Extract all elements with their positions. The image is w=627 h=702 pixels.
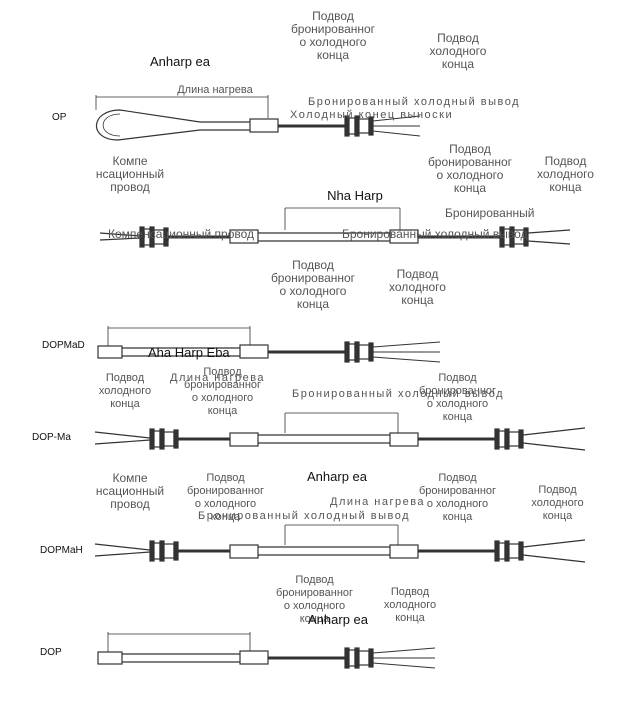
label-heating-length-2: Длина нагрева xyxy=(170,372,266,384)
label-armored-cold-lead-3: Бронированный холодный вывод xyxy=(292,388,505,400)
label-armored-cold-lead-connection-8: Подвод бронированног о холодного конца xyxy=(275,574,354,625)
label-cold-lead-connection-2: Подвод холодного конца xyxy=(537,154,594,194)
cable-row-4 xyxy=(94,412,586,451)
row-label-5: DOPMaH xyxy=(40,545,83,556)
label-cold-lead-output: Холодный конец выноски xyxy=(290,109,454,121)
label-anharp-ea-2: Anharp ea xyxy=(307,469,367,484)
label-heating-length-3: Длина нагрева xyxy=(330,496,426,508)
label-armored-cold-lead-connection-7: Подвод бронированног о холодного конца xyxy=(418,472,497,523)
label-armored-cold-lead: Бронированный холодный вывод xyxy=(308,96,521,108)
label-compensation-wire-split: Компе нсационный провод xyxy=(95,154,165,194)
label-heating-length: Длина нагрева xyxy=(177,84,253,96)
label-armored-cold-lead-connection-2: Подвод бронированног о холодного конца xyxy=(427,142,513,195)
cable-row-3 xyxy=(97,326,441,363)
label-armored-cold-lead-2: Бронированный холодный вывод xyxy=(342,227,528,241)
label-cold-lead-connection-6: Подвод холодного конца xyxy=(383,586,437,624)
label-nha-harp: Nha Harp xyxy=(327,188,383,203)
label-compensation-wire-split-2: Компе нсационный провод xyxy=(95,471,165,511)
cable-row-1 xyxy=(95,95,421,141)
row-label-3: DOPMaD xyxy=(42,340,85,351)
label-armored-split: Бронированный xyxy=(445,206,535,220)
cable-row-6 xyxy=(97,632,436,669)
label-compensation-wire: Компенсационный провод xyxy=(108,227,255,241)
label-anharp-ea: Anharp ea xyxy=(150,54,210,69)
label-cold-lead-connection: Подвод холодного конца xyxy=(429,31,487,71)
label-anharp-ea-3: Anharp ea xyxy=(308,612,368,627)
label-armored-cold-lead-4: Бронированный холодный вывод xyxy=(198,510,411,522)
label-armored-cold-lead-connection-5: Подвод бронированног о холодного конца xyxy=(418,372,497,423)
label-armored-cold-lead-connection: Подвод бронированног о холодного конца xyxy=(290,9,376,62)
row-label-4: DOP-Ma xyxy=(32,432,71,443)
row-label-1: OP xyxy=(52,112,67,123)
label-armored-cold-lead-connection-4: Подвод бронированног о холодного конца xyxy=(183,366,262,417)
label-aha-harp-eba: Aha Harp Eba xyxy=(148,345,230,360)
label-cold-lead-connection-5: Подвод холодного конца xyxy=(531,484,584,522)
label-cold-lead-connection-4: Подвод холодного конца xyxy=(98,372,152,410)
cable-row-2 xyxy=(99,207,571,248)
label-armored-cold-lead-connection-6: Подвод бронированног о холодного конца xyxy=(186,472,265,523)
cable-row-5 xyxy=(94,524,586,563)
label-cold-lead-connection-3: Подвод холодного конца xyxy=(389,267,446,307)
row-label-6: DOP xyxy=(40,647,62,658)
label-armored-cold-lead-connection-3: Подвод бронированног о холодного конца xyxy=(270,258,356,311)
